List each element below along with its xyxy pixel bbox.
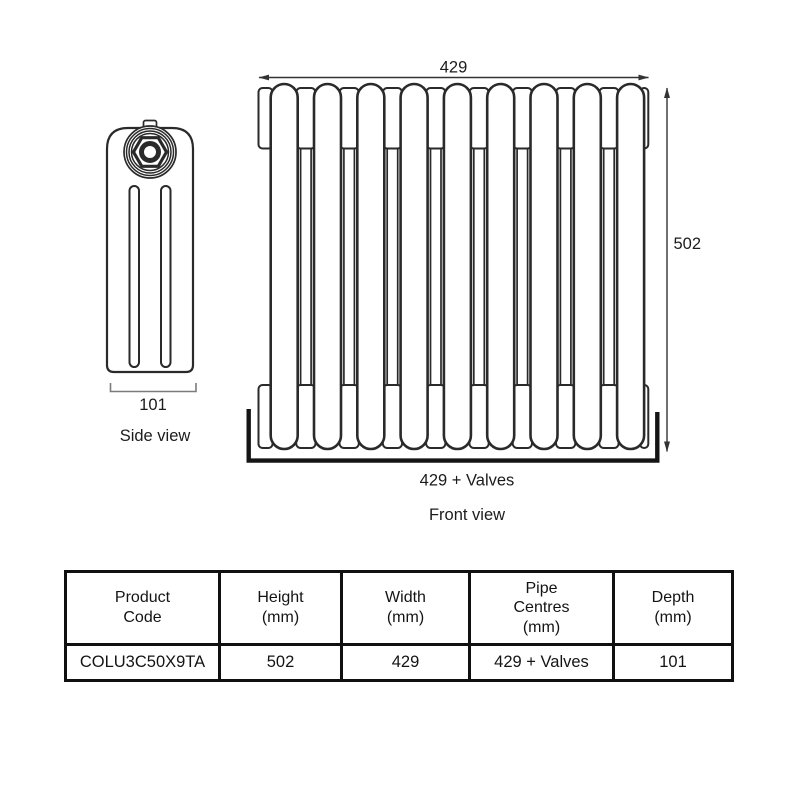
spec-table-value-cell: 429 (340, 643, 471, 682)
front-tube (355, 82, 386, 451)
rear-column-neck (602, 145, 616, 389)
spec-table-header-cell: Pipe Centres (mm) (468, 570, 615, 646)
side-view-slot (160, 185, 172, 368)
front-width-dimension: 429 (258, 59, 649, 81)
rear-column-collar (338, 384, 360, 449)
rear-column-collar (555, 384, 577, 449)
rear-column-collar (381, 384, 404, 449)
rear-column-collar (511, 87, 534, 150)
valve-bore (139, 141, 161, 163)
front-tube (529, 82, 559, 451)
rear-column-neck (516, 145, 529, 389)
rear-column-neck (559, 145, 572, 389)
side-depth-dim-label: 101 (139, 396, 167, 414)
pipe-centres-bracket (246, 409, 660, 463)
spec-table-value-cell: 429 + Valves (468, 643, 615, 682)
front-tube (572, 82, 603, 451)
front-tube (399, 82, 429, 451)
spec-table-header-cell: Width (mm) (340, 570, 471, 646)
rear-column-collar (425, 87, 447, 150)
spec-table-header-cell: Height (mm) (218, 570, 343, 646)
rear-column-collar (295, 87, 317, 150)
rear-column-neck (429, 145, 442, 389)
side-view-caption: Side view (120, 427, 191, 445)
spec-table-value-cell: 101 (612, 643, 734, 682)
front-tube (312, 82, 343, 451)
side-view-valve-nut (123, 125, 177, 179)
rear-column-neck (343, 145, 356, 389)
rear-column-collar (555, 87, 577, 150)
front-width-dim-label: 429 (440, 59, 468, 77)
spec-table-value-cell: COLU3C50X9TA (64, 643, 221, 682)
rear-column-collar (598, 384, 620, 449)
radiator-technical-drawing: 101 Side view 429 502 429 + V (105, 59, 702, 524)
rear-column-collar (468, 384, 490, 449)
front-view: 429 502 429 + Valves Front view (246, 59, 702, 524)
rear-column-collar (338, 87, 360, 150)
rear-column-neck (386, 145, 399, 389)
front-tube (442, 82, 473, 451)
front-height-dim-label: 502 (674, 235, 702, 253)
front-view-columns (257, 82, 650, 451)
rear-column-collar (468, 87, 490, 150)
rear-column-neck (472, 145, 486, 389)
spec-table-value-cell: 502 (218, 643, 343, 682)
rear-column-collar (598, 87, 620, 150)
front-tube (269, 82, 300, 451)
rear-column-collar (381, 87, 404, 150)
front-tube (615, 82, 646, 451)
side-depth-dim-bracket (109, 383, 197, 393)
front-pipe-centres-dim-label: 429 + Valves (420, 472, 515, 490)
spec-table-header-cell: Depth (mm) (612, 570, 734, 646)
front-view-caption: Front view (429, 506, 505, 524)
front-height-dimension: 502 (664, 87, 702, 452)
spec-table-header-cell: Product Code (64, 570, 221, 646)
side-view-slot (128, 185, 140, 368)
rear-column-collar (295, 384, 317, 449)
rear-column-collar (425, 384, 447, 449)
rear-column-collar (511, 384, 534, 449)
front-tube (485, 82, 516, 451)
side-view: 101 Side view (105, 119, 197, 445)
rear-column-neck (299, 145, 312, 389)
